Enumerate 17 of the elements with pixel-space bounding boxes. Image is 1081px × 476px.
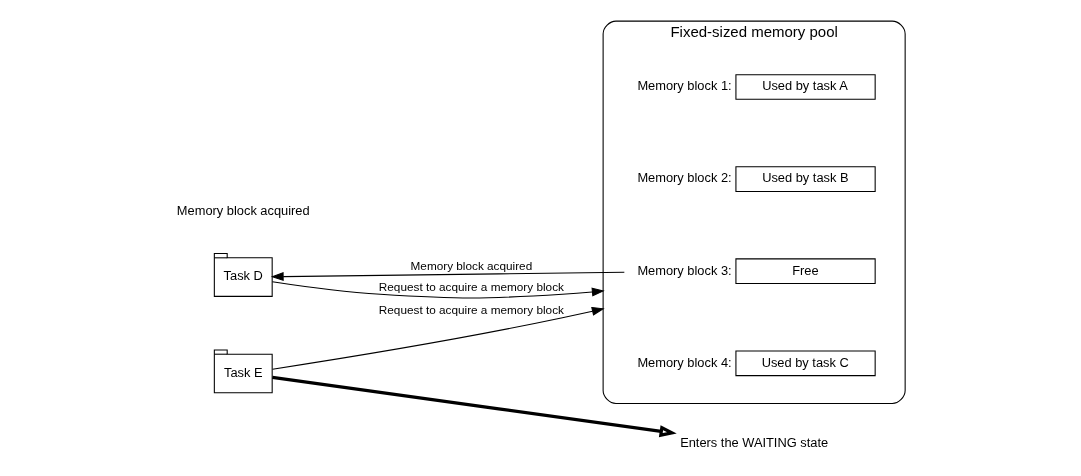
edge-label: Memory block acquired (410, 259, 532, 273)
node-label: Memory block 3: (636, 262, 732, 278)
edge-label: Request to acquire a memory block (378, 303, 564, 317)
arrow (271, 281, 605, 299)
arrow (271, 375, 677, 438)
node-box: Used by task B (734, 166, 876, 192)
node-label: Memory block 2: (636, 170, 732, 186)
arrow (271, 306, 605, 370)
edge-label: Request to acquire a memory block (378, 279, 564, 293)
label: Memory block acquired (176, 203, 310, 219)
node-box: Free (734, 258, 876, 285)
arrow (270, 271, 625, 282)
node-label: Memory block 4: (636, 354, 732, 370)
node-box: Used by task A (734, 74, 876, 100)
node-label: Memory block 1: (636, 78, 732, 94)
node-text: Enters the WAITING state (679, 435, 828, 451)
node-box: Used by task C (734, 350, 876, 377)
